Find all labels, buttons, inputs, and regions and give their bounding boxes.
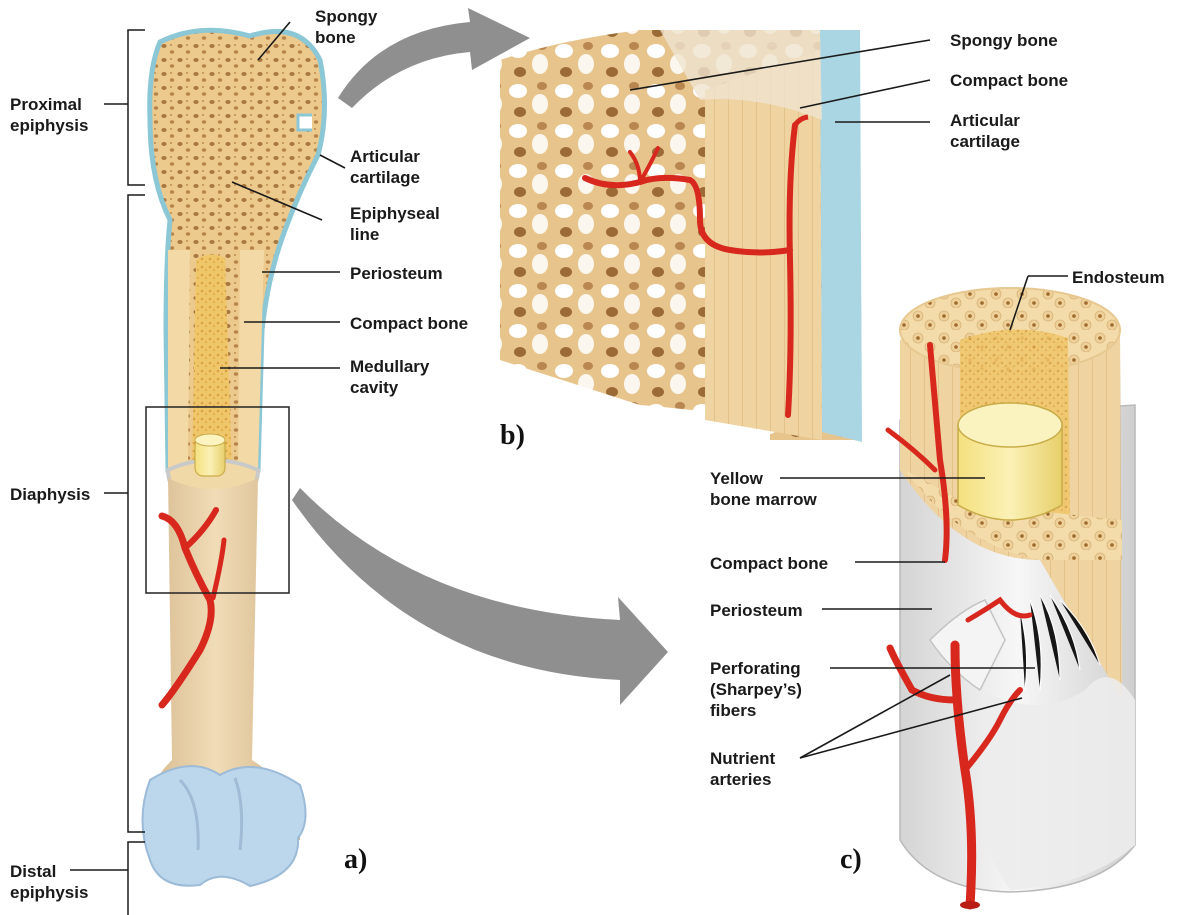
label-perforating-fibers: Perforating (Sharpey’s) fibers [710, 659, 802, 720]
panel-label-a: a) [344, 844, 367, 875]
label-b-compact-bone: Compact bone [950, 71, 1068, 90]
label-line: Medullary [350, 357, 430, 376]
region-brackets [70, 30, 145, 915]
label-b-spongy-bone: Spongy bone [950, 31, 1058, 50]
label-yellow-bone-marrow: Yellow bone marrow [710, 469, 818, 509]
label-line: Distal [10, 862, 56, 881]
label-periosteum: Periosteum [350, 264, 443, 283]
label-line: epiphysis [10, 883, 88, 902]
label-line: Epiphyseal [350, 204, 440, 223]
panel-label-c: c) [840, 844, 862, 875]
articular-cartilage-b [820, 30, 862, 442]
label-line: Articular [350, 147, 420, 166]
label-c-periosteum: Periosteum [710, 601, 803, 620]
label-distal-epiphysis: Distal epiphysis [10, 862, 88, 902]
label-line: Nutrient [710, 749, 776, 768]
label-nutrient-arteries: Nutrient arteries [710, 749, 776, 789]
label-epiphyseal-line: Epiphyseal line [350, 204, 440, 244]
label-articular-cartilage: Articular cartilage [350, 147, 420, 187]
label-line: cartilage [350, 168, 420, 187]
label-line: epiphysis [10, 116, 88, 135]
label-line: cavity [350, 378, 399, 397]
label-line: Proximal [10, 95, 82, 114]
label-line: (Sharpey’s) [710, 680, 802, 699]
panel-label-b: b) [500, 420, 525, 451]
label-c-compact-bone: Compact bone [710, 554, 828, 573]
label-spongy-bone: Spongy bone [315, 7, 378, 47]
label-line: line [350, 225, 379, 244]
label-endosteum: Endosteum [1072, 268, 1165, 287]
label-line: arteries [710, 770, 771, 789]
label-b-articular-cartilage: Articular cartilage [950, 111, 1020, 151]
label-line: fibers [710, 701, 756, 720]
label-line: Perforating [710, 659, 801, 678]
label-compact-bone: Compact bone [350, 314, 468, 333]
label-line: cartilage [950, 132, 1020, 151]
label-line: Articular [950, 111, 1020, 130]
arrow-to-panel-c [292, 488, 668, 705]
label-proximal-epiphysis: Proximal epiphysis [10, 95, 88, 135]
shaft-section-panel-c [888, 288, 1135, 909]
label-line: Yellow [710, 469, 764, 488]
label-line: bone marrow [710, 490, 818, 509]
label-diaphysis: Diaphysis [10, 485, 90, 504]
long-bone-panel-a [143, 30, 325, 886]
label-line: bone [315, 28, 356, 47]
label-line: Spongy [315, 7, 378, 26]
distal-cartilage [143, 766, 306, 886]
label-medullary-cavity: Medullary cavity [350, 357, 430, 397]
spongy-bone-block-panel-b [500, 30, 862, 442]
